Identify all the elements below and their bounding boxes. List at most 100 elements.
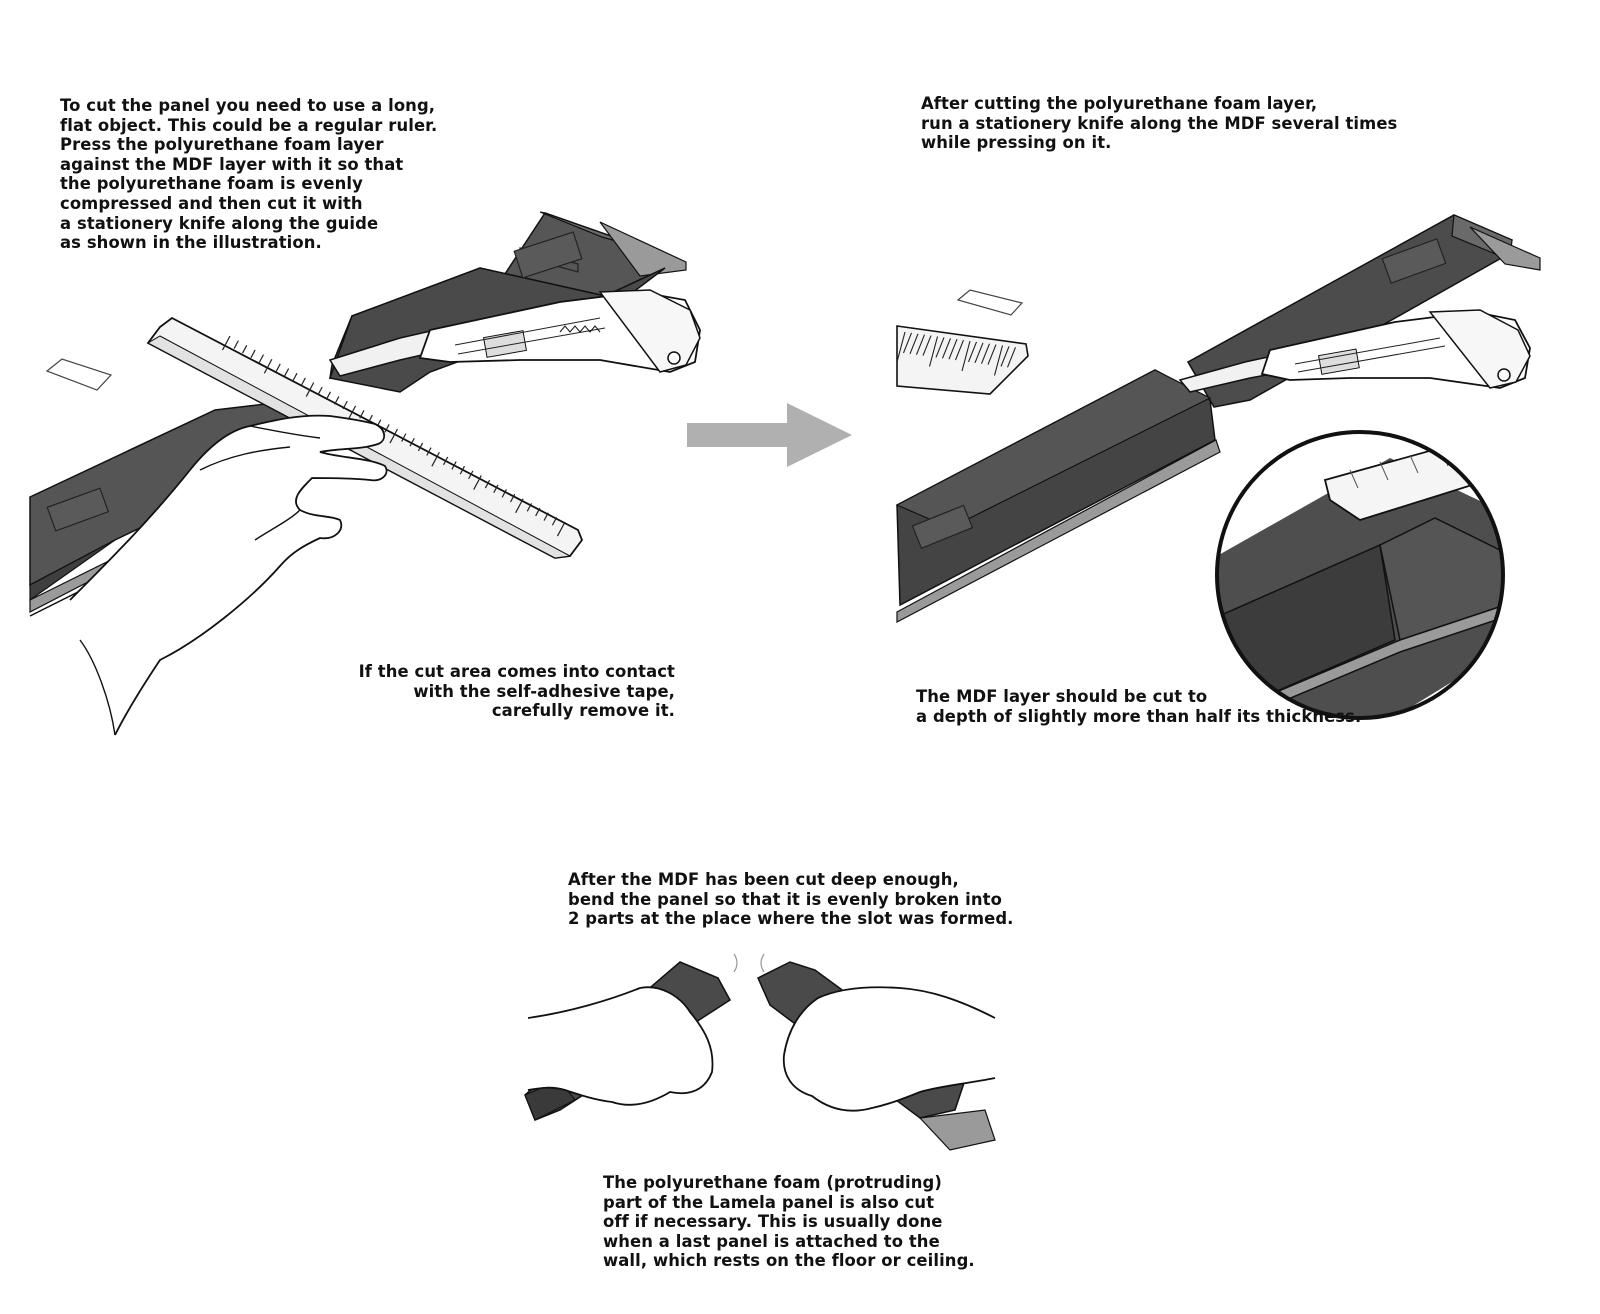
ruler-fragment bbox=[896, 325, 1029, 395]
ruler-tick bbox=[515, 498, 524, 514]
ruler-tick bbox=[922, 335, 932, 356]
ruler-tick bbox=[275, 363, 281, 373]
ruler-tick bbox=[974, 342, 984, 364]
ruler-tick bbox=[426, 447, 432, 456]
step2-note-line-2: a depth of slightly more than half its t… bbox=[916, 706, 1362, 726]
ruler-tick bbox=[961, 340, 971, 372]
ruler-tick bbox=[493, 484, 499, 494]
ruler-tick bbox=[359, 410, 365, 419]
ruler-tick bbox=[389, 428, 399, 444]
step1-line-7: a stationery knife along the guide bbox=[60, 213, 379, 233]
ruler-tick bbox=[551, 517, 558, 526]
step1-note-line-3: carefully remove it. bbox=[491, 701, 675, 721]
ruler-tick bbox=[384, 424, 390, 433]
step2-line-3: while pressing on it. bbox=[921, 133, 1112, 153]
ruler-tick bbox=[526, 503, 533, 512]
step2-caption: After cutting the polyurethane foam laye… bbox=[921, 94, 1397, 153]
step3-note-line-5: wall, which rests on the floor or ceilin… bbox=[603, 1251, 975, 1271]
step2-note: The MDF layer should be cut to a depth o… bbox=[916, 687, 1361, 726]
step1-line-4: against the MDF layer with it so that bbox=[60, 154, 404, 174]
step1-caption: To cut the panel you need to use a long,… bbox=[60, 96, 437, 253]
step1-line-1: To cut the panel you need to use a long, bbox=[60, 96, 436, 115]
step2-illustration bbox=[895, 214, 1541, 720]
ruler-tick bbox=[241, 345, 248, 354]
ruler-tick bbox=[451, 461, 457, 470]
ruler-tick bbox=[342, 400, 348, 410]
ruler-tick bbox=[967, 341, 978, 363]
ruler-tick bbox=[1000, 346, 1010, 367]
step1-line-6: compressed and then cut it with bbox=[60, 193, 363, 213]
ruler-tick bbox=[263, 358, 273, 374]
step2-note-line-1: The MDF layer should be cut to bbox=[916, 687, 1208, 706]
ruler-tick bbox=[896, 331, 906, 363]
ruler-tick bbox=[258, 354, 265, 363]
step1-line-3: Press the polyurethane foam layer bbox=[60, 135, 384, 155]
step3-line-1: After the MDF has been cut deep enough, bbox=[568, 870, 959, 889]
ruler-tick bbox=[501, 489, 507, 498]
ruler-tick bbox=[401, 433, 407, 442]
step3-line-3: 2 parts at the place where the slot was … bbox=[568, 909, 1014, 929]
ruler-tick bbox=[987, 344, 997, 365]
ruler-tick bbox=[468, 470, 474, 480]
step3-note-line-4: when a last panel is attached to the bbox=[603, 1231, 940, 1251]
knife-icon-2 bbox=[1178, 309, 1531, 393]
step1-line-8: as shown in the illustration. bbox=[60, 233, 322, 253]
ruler-tick bbox=[473, 475, 482, 490]
ruler-tick bbox=[509, 493, 516, 503]
knife-icon bbox=[328, 289, 701, 377]
tape-piece-right bbox=[956, 289, 1024, 316]
ruler-tick bbox=[1006, 347, 1017, 368]
ruler-tick bbox=[459, 465, 466, 475]
ruler-tick bbox=[442, 456, 449, 466]
ruler-tick bbox=[221, 335, 231, 351]
ruler-tick bbox=[909, 333, 919, 355]
ruler-tick bbox=[305, 382, 315, 397]
step3-note-line-2: part of the Lamela panel is also cut bbox=[603, 1192, 935, 1212]
ruler-tick bbox=[543, 512, 549, 521]
hand-icon bbox=[69, 414, 388, 736]
step1-note-line-2: with the self-adhesive tape, bbox=[413, 681, 675, 701]
tape-piece-left bbox=[45, 358, 113, 391]
step3-caption: After the MDF has been cut deep enough, … bbox=[568, 870, 1014, 929]
step2-line-1: After cutting the polyurethane foam laye… bbox=[921, 94, 1318, 113]
ruler-tick bbox=[325, 391, 332, 401]
ruler-tick bbox=[417, 442, 424, 452]
ruler-tick bbox=[902, 332, 913, 354]
step1-note: If the cut area comes into contact with … bbox=[359, 662, 675, 721]
ruler-tick bbox=[409, 438, 415, 447]
hand-left-icon bbox=[527, 986, 714, 1106]
step3-note-line-1: The polyurethane foam (protruding) bbox=[603, 1173, 942, 1192]
ruler-tick bbox=[928, 336, 939, 367]
step3-line-2: bend the panel so that it is evenly brok… bbox=[568, 889, 1002, 909]
ruler-tick bbox=[556, 521, 566, 537]
ruler-tick bbox=[980, 343, 991, 364]
arrow-right-icon bbox=[687, 403, 852, 467]
step3-note: The polyurethane foam (protruding) part … bbox=[603, 1173, 975, 1271]
ruler-tick bbox=[915, 334, 926, 355]
step1-note-line-1: If the cut area comes into contact bbox=[358, 662, 675, 681]
ruler-tick bbox=[283, 368, 290, 377]
magnified-cut-detail bbox=[1215, 430, 1505, 720]
ruler-tick bbox=[535, 507, 541, 517]
ruler-tick bbox=[954, 339, 965, 361]
ruler-tick bbox=[993, 345, 1004, 376]
ruler-tick bbox=[484, 479, 491, 489]
ruler-tick bbox=[334, 396, 340, 405]
step1-illustration bbox=[29, 211, 701, 736]
ruler-tick bbox=[347, 405, 357, 421]
ruler-tick bbox=[948, 338, 958, 360]
hand-right-icon bbox=[782, 986, 996, 1112]
ruler-tick bbox=[941, 338, 952, 359]
ruler-tick bbox=[233, 340, 239, 349]
step3-illustration bbox=[524, 953, 996, 1151]
step3-note-line-3: off if necessary. This is usually done bbox=[603, 1212, 943, 1232]
ruler-tick bbox=[292, 372, 298, 382]
ruler-tick bbox=[250, 349, 256, 359]
step1-line-5: the polyurethane foam is evenly bbox=[60, 174, 363, 194]
ruler-tick bbox=[317, 386, 323, 396]
ruler-tick bbox=[431, 451, 440, 467]
step1-line-2: flat object. This could be a regular rul… bbox=[60, 115, 438, 135]
step2-line-2: run a stationery knife along the MDF sev… bbox=[921, 113, 1398, 133]
ruler-tick bbox=[300, 377, 306, 387]
